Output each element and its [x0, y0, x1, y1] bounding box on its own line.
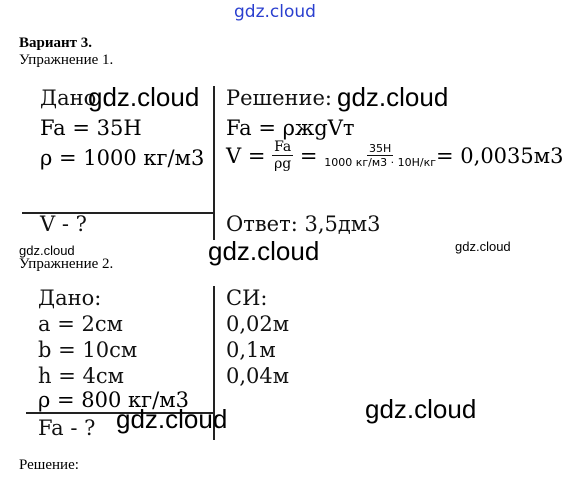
ex2-horizontal-divider — [26, 412, 214, 414]
ex1-horizontal-divider — [22, 212, 214, 214]
ex2-given-label: Дано: — [38, 286, 102, 310]
ex2-si-label: СИ: — [226, 286, 268, 310]
watermark: gdz.cloud — [208, 236, 320, 266]
ex1-volume-formula: V = Fa ρg = 35H 1000 кг/м3 · 10Н/кг = 0,… — [226, 140, 563, 171]
ex1-fraction-symbolic: Fa ρg — [272, 139, 294, 172]
solution-heading: Решение: — [19, 457, 79, 473]
watermark: gdz.cloud — [88, 82, 200, 112]
ex1-given-label: Дано — [40, 86, 97, 110]
ex1-answer: Ответ: 3,5дм3 — [226, 212, 381, 236]
ex1-frac-den2: 1000 кг/м3 · 10Н/кг — [324, 156, 437, 169]
ex1-equals: = — [293, 143, 325, 168]
ex1-force-line: Fa = 35H — [40, 116, 142, 140]
ex2-rho: ρ = 800 кг/м3 — [38, 388, 189, 412]
ex2-a-si: 0,02м — [226, 312, 290, 336]
ex2-vertical-divider — [213, 286, 215, 440]
watermark: gdz.cloud — [19, 243, 75, 258]
exercise-1-heading: Упражнение 1. — [19, 52, 114, 68]
watermark-top: gdz.cloud — [234, 2, 316, 22]
ex2-h-si: 0,04м — [226, 364, 290, 388]
ex2-find: Fa - ? — [38, 416, 96, 440]
ex1-find-line: V - ? — [40, 212, 87, 236]
ex2-b: b = 10см — [38, 338, 138, 362]
ex1-density-line: ρ = 1000 кг/м3 — [40, 146, 204, 170]
variant-heading: Вариант 3. — [19, 35, 93, 51]
ex2-a: a = 2см — [38, 312, 123, 336]
ex1-solution-label: Решение: — [226, 86, 333, 110]
watermark: gdz.cloud — [116, 404, 228, 434]
exercise-2-heading: Упражнение 2. — [19, 256, 114, 272]
ex1-vertical-divider — [213, 86, 215, 240]
ex1-force-text: Fa = 35H — [40, 116, 142, 140]
ex1-frac-num2: 35H — [366, 142, 394, 156]
ex2-h: h = 4см — [38, 364, 124, 388]
ex1-v-symbol: V = — [226, 143, 273, 168]
watermark: gdz.cloud — [337, 82, 449, 112]
ex1-frac-num: Fa — [272, 139, 294, 156]
watermark: gdz.cloud — [455, 239, 511, 254]
ex1-density-text: ρ = 1000 кг/м3 — [40, 146, 205, 170]
ex2-b-si: 0,1м — [226, 338, 276, 362]
ex1-result: = 0,0035м3 — [436, 143, 563, 168]
ex1-formula-archimedes: Fa = ρжgVт — [226, 116, 355, 140]
ex1-frac-den: ρg — [274, 156, 292, 172]
ex1-fraction-numeric: 35H 1000 кг/м3 · 10Н/кг — [324, 143, 436, 168]
watermark: gdz.cloud — [365, 394, 477, 424]
